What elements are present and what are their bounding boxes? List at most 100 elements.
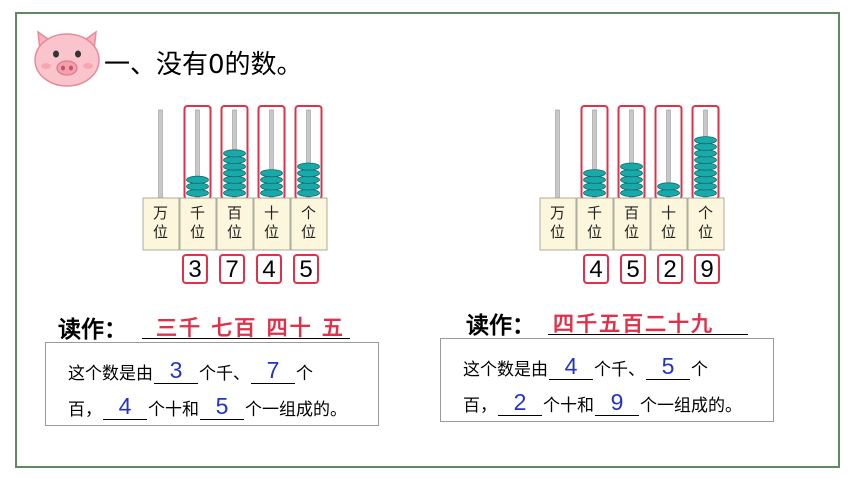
answer-blank-ones[interactable]: 9 — [595, 390, 639, 416]
abacus-column-ones: 个位 — [290, 105, 328, 251]
abacus-bead — [694, 136, 717, 145]
abacus-bead — [694, 142, 717, 151]
place-label-char: 位 — [301, 223, 316, 241]
abacus-column-ones: 个位 — [687, 105, 725, 251]
abacus-bead — [657, 182, 680, 191]
read-label: 读作： — [58, 317, 127, 343]
abacus-bead — [694, 162, 717, 171]
abacus-column-ten-thousands: 万位 — [142, 109, 180, 251]
answer-blank-thousands[interactable]: 3 — [154, 358, 198, 384]
answer-blank-hundreds[interactable]: 5 — [646, 354, 690, 380]
read-label: 读作： — [466, 313, 535, 339]
abacus-bead — [583, 182, 606, 191]
digit-ones: 5 — [293, 254, 319, 284]
abacus-bead — [223, 149, 246, 158]
abacus-bead — [297, 182, 320, 191]
read-value: 三千 七百 四十 五 — [156, 316, 345, 340]
abacus-bead — [223, 169, 246, 178]
abacus-bead — [583, 189, 606, 198]
abacus-bead — [694, 182, 717, 191]
place-label-char: 千 — [190, 204, 205, 222]
abacus-column-thousands: 千位 — [179, 105, 217, 251]
abacus-bead — [694, 189, 717, 198]
abacus-bead — [297, 175, 320, 184]
answer-blank-tens[interactable]: 4 — [103, 394, 147, 420]
abacus-bead — [223, 156, 246, 165]
read-underline — [548, 334, 748, 335]
answer-blank-ones[interactable]: 5 — [200, 394, 244, 420]
abacus-bead — [694, 156, 717, 165]
abacus-rod — [555, 109, 560, 199]
place-label-char: 位 — [587, 223, 602, 241]
abacus-bead — [620, 169, 643, 178]
abacus-bead — [297, 162, 320, 171]
desc-text: 个一组成的。 — [640, 396, 742, 416]
abacus-bead — [620, 162, 643, 171]
answer-tens: 2 — [513, 389, 527, 415]
answer-tens: 4 — [118, 393, 132, 419]
pig-icon — [34, 30, 100, 87]
abacus-bead — [186, 189, 209, 198]
abacus-bead — [620, 189, 643, 198]
place-label-char: 位 — [153, 223, 168, 241]
abacus-rod — [158, 109, 163, 199]
place-label-char: 位 — [624, 223, 639, 241]
place-label-box — [539, 197, 577, 251]
answer-hundreds: 7 — [266, 357, 280, 383]
abacus-column-tens: 十位 — [253, 105, 291, 251]
answer-blank-tens[interactable]: 2 — [498, 390, 542, 416]
place-label-box — [613, 197, 651, 251]
answer-hundreds: 5 — [661, 353, 675, 379]
abacus-column-hundreds: 百位 — [613, 105, 651, 251]
abacus-bead — [583, 175, 606, 184]
place-label-box — [687, 197, 725, 251]
desc-text: 个千、 — [594, 360, 645, 380]
abacus-bead — [186, 182, 209, 191]
digit-hundreds: 7 — [219, 254, 245, 284]
abacus-column-hundreds: 百位 — [216, 105, 254, 251]
digit-hundreds: 5 — [620, 254, 646, 284]
place-label-char: 个 — [698, 204, 713, 222]
answer-blank-hundreds[interactable]: 7 — [251, 358, 295, 384]
place-label-char: 个 — [301, 204, 316, 222]
place-label-char: 百 — [624, 204, 639, 222]
place-label-char: 位 — [227, 223, 242, 241]
slide-frame — [15, 12, 840, 468]
digit-ones: 9 — [694, 254, 720, 284]
abacus-column-thousands: 千位 — [576, 105, 614, 251]
desc-text: 个千、 — [199, 364, 250, 384]
desc-text: 百， — [68, 400, 102, 420]
abacus-bead — [260, 175, 283, 184]
read-underline — [142, 338, 350, 339]
abacus-bead — [620, 182, 643, 191]
place-label-box — [650, 197, 688, 251]
place-label-char: 万 — [550, 204, 565, 222]
place-label-char: 十 — [661, 204, 676, 222]
place-label-char: 十 — [264, 204, 279, 222]
place-label-char: 位 — [661, 223, 676, 241]
answer-ones: 5 — [215, 393, 229, 419]
digit-tens: 4 — [256, 254, 282, 284]
desc-text: 个 — [296, 364, 313, 384]
abacus-bead — [260, 182, 283, 191]
place-label-box — [576, 197, 614, 251]
abacus-bead — [583, 169, 606, 178]
desc-text: 个 — [691, 360, 708, 380]
abacus-bead — [297, 169, 320, 178]
desc-text: 个一组成的。 — [245, 400, 347, 420]
answer-blank-thousands[interactable]: 4 — [549, 354, 593, 380]
place-label-char: 位 — [698, 223, 713, 241]
place-label-char: 千 — [587, 204, 602, 222]
place-label-box — [142, 197, 180, 251]
place-label-box — [290, 197, 328, 251]
answer-thousands: 3 — [169, 357, 183, 383]
digit-thousands: 4 — [583, 254, 609, 284]
section-title: 一、没有0的数。 — [104, 50, 303, 80]
place-label-char: 百 — [227, 204, 242, 222]
answer-thousands: 4 — [564, 353, 578, 379]
desc-text: 这个数是由 — [68, 364, 153, 384]
